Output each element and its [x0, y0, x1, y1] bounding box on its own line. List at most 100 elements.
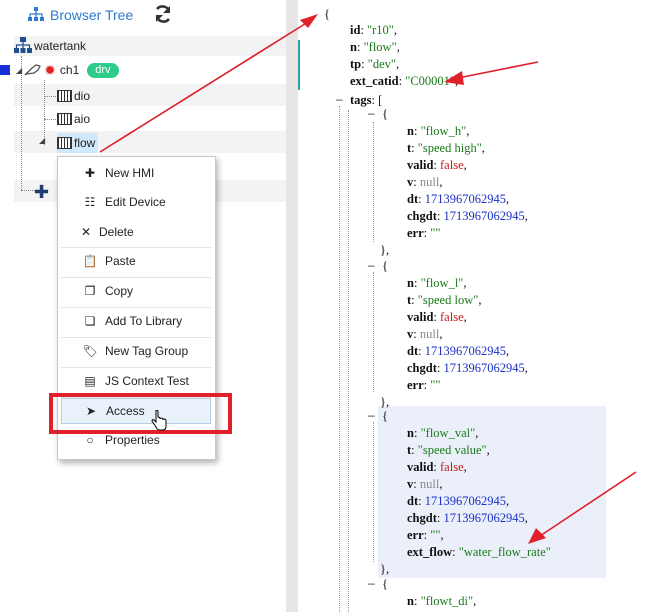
json-field: t: "speed low", — [407, 292, 481, 308]
json-key: v — [407, 175, 414, 189]
menu-item-paste[interactable]: 📋 Paste — [61, 248, 211, 274]
json-field: err: "" — [407, 377, 440, 393]
indent-guide — [373, 422, 374, 562]
collapse-toggle[interactable]: – — [336, 92, 343, 106]
json-key: n — [407, 124, 414, 138]
json-field: v: null, — [407, 326, 442, 342]
json-key: err — [407, 528, 424, 542]
json-value: false — [440, 158, 464, 172]
collapse-arrow-icon[interactable]: ◢ — [16, 65, 23, 75]
json-token: , — [439, 175, 443, 189]
menu-item-delete[interactable]: ✕ Delete — [61, 219, 211, 245]
driver-badge: drv — [87, 62, 119, 78]
tree-node-hmi[interactable]: ✚ — [34, 182, 49, 202]
device-label: aio — [74, 112, 91, 126]
json-value: "flow" — [363, 40, 397, 54]
json-token: , — [396, 57, 400, 71]
tree-node-channel-label: ch1 — [59, 63, 80, 77]
menu-item-edit-device[interactable]: ☷ Edit Device — [61, 189, 211, 215]
json-value: false — [440, 310, 464, 324]
menu-item-js-context-test[interactable]: ▤ JS Context Test — [61, 368, 211, 394]
panel-splitter[interactable] — [286, 0, 298, 612]
refresh-icon[interactable] — [152, 3, 174, 25]
menu-item-new-hmi[interactable]: ✚ New HMI — [61, 160, 211, 186]
json-key: t — [407, 443, 412, 457]
indent-guide — [339, 106, 340, 612]
menu-item-new-tag-group[interactable]: 🏷 New Tag Group — [61, 338, 211, 364]
json-token: : — [423, 528, 431, 542]
json-value: "C00001" — [405, 74, 456, 88]
json-field: ext_catid: "C00001", — [350, 73, 458, 89]
tree-node-channel[interactable]: ◢ ✹ ch1 drv — [0, 60, 119, 80]
menu-item-label: Properties — [105, 433, 160, 447]
json-key: dt — [407, 344, 419, 358]
tree-node-device-dio[interactable]: dio — [57, 86, 90, 106]
json-token: : — [423, 378, 431, 392]
json-token: : — [413, 426, 421, 440]
json-token: : — [452, 545, 459, 559]
json-value: 1713967062945 — [424, 344, 506, 358]
json-field: chgdt: 1713967062945, — [407, 510, 528, 526]
gear-icon: ✹ — [44, 61, 56, 78]
tree-connector — [44, 80, 45, 145]
json-token: , — [524, 361, 528, 375]
json-field: dt: 1713967062945, — [407, 343, 509, 359]
tree-connector — [21, 56, 22, 190]
collapse-toggle[interactable]: – — [368, 576, 375, 590]
tree-node-root[interactable]: watertank — [14, 36, 86, 56]
json-value: "flow_l" — [420, 276, 464, 290]
menu-item-copy[interactable]: ❐ Copy — [61, 278, 211, 304]
json-token: : — [436, 209, 444, 223]
tree-connector — [21, 190, 35, 191]
copy-icon: ❐ — [84, 284, 96, 298]
tree-connector — [44, 119, 56, 120]
json-token: }, — [380, 243, 390, 257]
collapse-toggle[interactable]: – — [368, 106, 375, 120]
device-grid-icon — [57, 113, 72, 125]
json-field: valid: false, — [407, 459, 467, 475]
collapse-arrow-icon[interactable]: ◢ — [39, 136, 46, 145]
json-field: valid: false, — [407, 309, 467, 325]
json-token: : — [398, 74, 406, 88]
menu-item-properties[interactable]: ○ Properties — [61, 427, 211, 453]
add-library-icon: ❏ — [84, 314, 96, 328]
tree-node-device-flow[interactable]: flow — [57, 133, 99, 153]
x-icon: ✕ — [80, 225, 92, 239]
json-token: , — [463, 276, 467, 290]
collapse-toggle[interactable]: – — [368, 258, 375, 272]
json-key: chgdt — [407, 511, 437, 525]
menu-separator — [61, 397, 211, 398]
json-object-close: }, — [380, 561, 389, 577]
json-value: "speed low" — [417, 293, 479, 307]
menu-item-label: New Tag Group — [105, 344, 189, 358]
json-token: : — [433, 310, 441, 324]
json-token: , — [478, 293, 482, 307]
json-key: n — [407, 426, 414, 440]
drag-handle-icon[interactable] — [0, 65, 10, 75]
json-token: : — [411, 293, 418, 307]
json-value: "water_flow_rate" — [458, 545, 551, 559]
collapse-toggle[interactable]: – — [368, 408, 375, 422]
json-value: "flow_h" — [420, 124, 467, 138]
json-field: dt: 1713967062945, — [407, 191, 509, 207]
annotation-highlight-box — [49, 393, 232, 434]
menu-item-label: Delete — [99, 225, 134, 239]
json-token: : — [411, 141, 418, 155]
json-token: : — [413, 327, 420, 341]
json-token: { — [382, 577, 388, 591]
menu-item-add-to-library[interactable]: ❏ Add To Library — [61, 308, 211, 334]
browser-tree-header: Browser Tree — [28, 4, 133, 26]
json-token: { — [324, 7, 330, 21]
json-token: , — [524, 209, 528, 223]
json-token: , — [505, 344, 510, 358]
json-object-open: { — [382, 576, 388, 592]
puzzle-icon: ✚ — [34, 181, 50, 202]
json-key: id — [350, 23, 361, 37]
browser-tree-panel: Browser Tree watertank ◢ ✹ ch1 drv dio a… — [0, 0, 286, 612]
menu-item-access[interactable]: ➤ Access — [61, 398, 211, 424]
tree-node-device-aio[interactable]: aio — [57, 109, 90, 129]
json-token: { — [382, 259, 388, 273]
json-token: , — [473, 594, 477, 608]
json-token: : — [433, 158, 441, 172]
json-field: n: "flow_h", — [407, 123, 469, 139]
